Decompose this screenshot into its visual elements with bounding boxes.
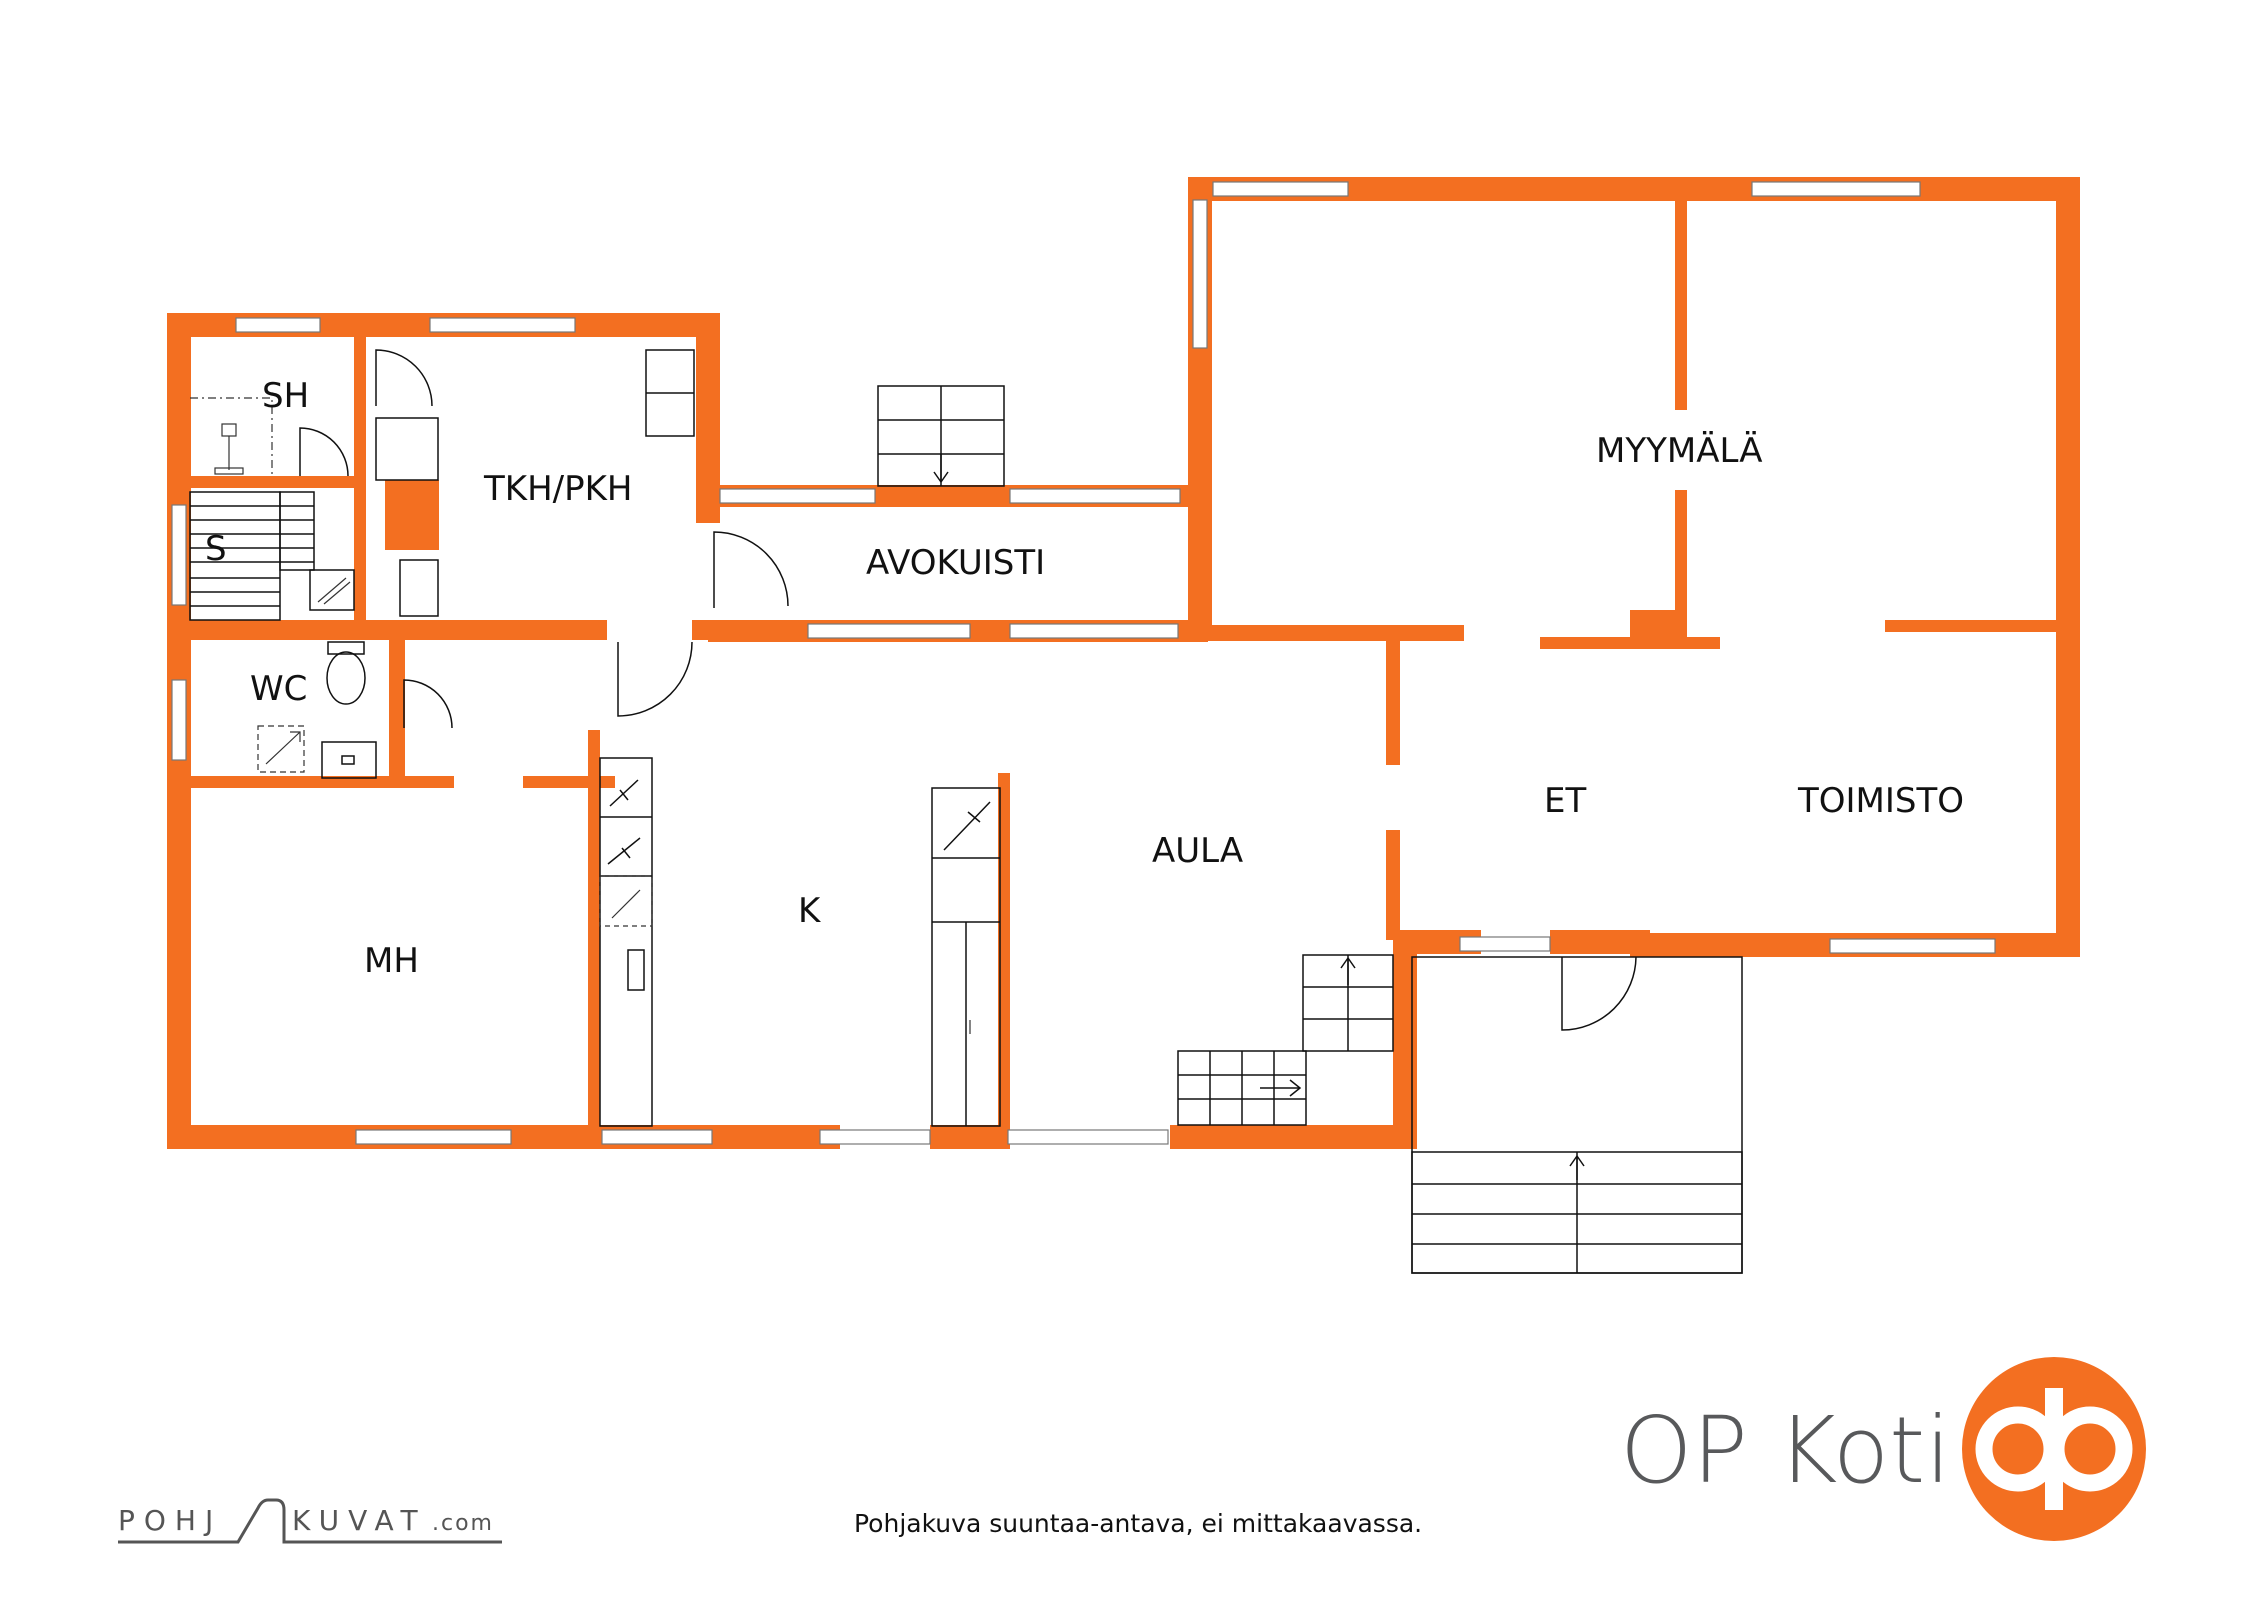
room-label-aula: AULA: [1152, 831, 1243, 871]
op-koti-brand-text: OP Koti: [1620, 1397, 1951, 1504]
stairs-icon: [189, 491, 315, 621]
room-label-mh: MH: [364, 941, 419, 981]
pohjakuvat-logo-com: .com: [432, 1511, 494, 1536]
op-logo-icon: [1962, 1357, 2146, 1541]
room-label-tkh-pkh: TKH/PKH: [483, 469, 632, 509]
pohjakuvat-logo-left: POHJ: [118, 1504, 222, 1537]
room-label-sh: SH: [262, 376, 309, 416]
windows: [171, 181, 1996, 1145]
room-label-s: S: [205, 529, 227, 569]
stairs-icon: [1177, 954, 1394, 1126]
room-label-toimisto: TOIMISTO: [1797, 781, 1964, 821]
fixtures: [189, 349, 1743, 1274]
room-label-et: ET: [1544, 781, 1586, 821]
sink-icon: [321, 741, 377, 779]
stairs-icon: [1411, 1151, 1743, 1274]
pohjakuvat-logo-right: KUVAT: [292, 1504, 427, 1537]
disclaimer-text: Pohjakuva suuntaa-antava, ei mittakaavas…: [854, 1509, 1422, 1538]
room-label-wc: WC: [250, 669, 307, 709]
room-label-myymala: MYYMÄLÄ: [1596, 431, 1762, 471]
room-label-avokuisti: AVOKUISTI: [866, 543, 1045, 583]
room-labels: SH S TKH/PKH AVOKUISTI MYYMÄLÄ WC ET TOI…: [205, 376, 1964, 981]
toilet-icon: [326, 641, 366, 705]
pohjakuvat-logo-icon: POHJ KUVAT .com: [118, 1498, 502, 1544]
room-label-k: K: [798, 891, 822, 931]
stairs-icon: [877, 385, 1005, 487]
